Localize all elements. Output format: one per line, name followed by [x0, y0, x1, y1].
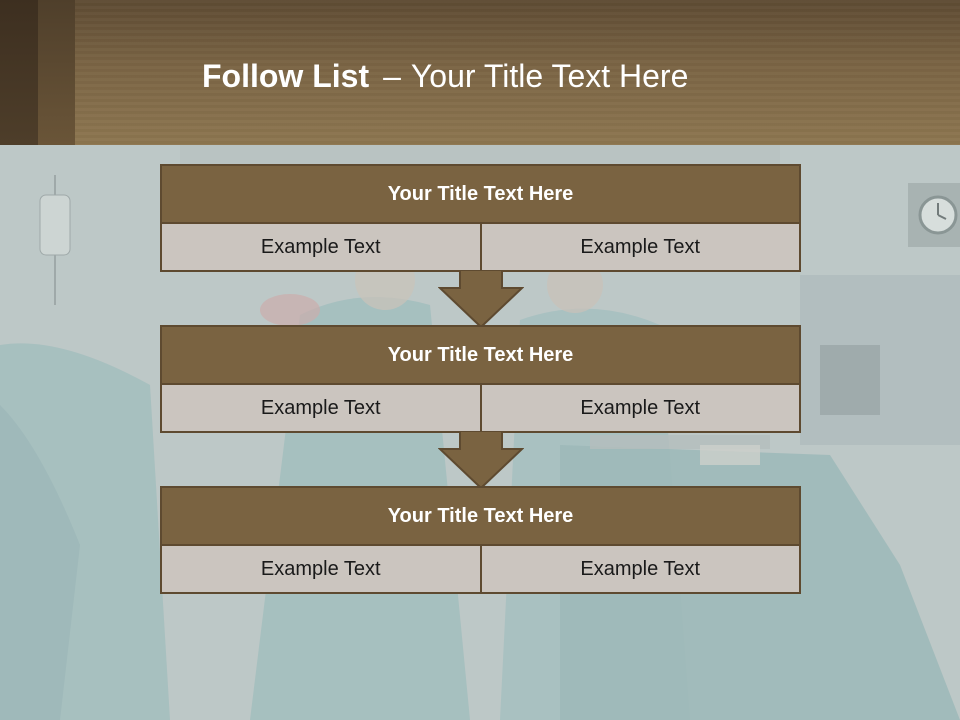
step-cell-left: Example Text — [162, 224, 480, 270]
step-cell-right: Example Text — [481, 224, 799, 270]
step-title: Your Title Text Here — [162, 488, 799, 544]
slide-title: Follow List–Your Title Text Here — [202, 56, 688, 100]
step-row: Example Text Example Text — [162, 224, 799, 270]
header-stripe-mid — [38, 0, 75, 145]
header-band: Follow List–Your Title Text Here — [0, 0, 960, 145]
step-box-2: Your Title Text Here Example Text Exampl… — [160, 325, 801, 433]
step-row: Example Text Example Text — [162, 385, 799, 431]
header-texture — [75, 0, 960, 145]
step-title: Your Title Text Here — [162, 327, 799, 383]
down-arrow-icon — [438, 270, 524, 328]
slide-title-bold: Follow List — [202, 58, 370, 94]
step-box-1: Your Title Text Here Example Text Exampl… — [160, 164, 801, 272]
step-box-3: Your Title Text Here Example Text Exampl… — [160, 486, 801, 594]
slide-title-rest: Your Title Text Here — [410, 58, 689, 94]
step-cell-right: Example Text — [481, 385, 799, 431]
step-title: Your Title Text Here — [162, 166, 799, 222]
slide-title-dash: – — [383, 58, 401, 94]
down-arrow-icon — [438, 431, 524, 489]
step-cell-left: Example Text — [162, 385, 480, 431]
header-stripe-dark — [0, 0, 38, 145]
step-cell-left: Example Text — [162, 546, 480, 592]
step-row: Example Text Example Text — [162, 546, 799, 592]
step-cell-right: Example Text — [481, 546, 799, 592]
